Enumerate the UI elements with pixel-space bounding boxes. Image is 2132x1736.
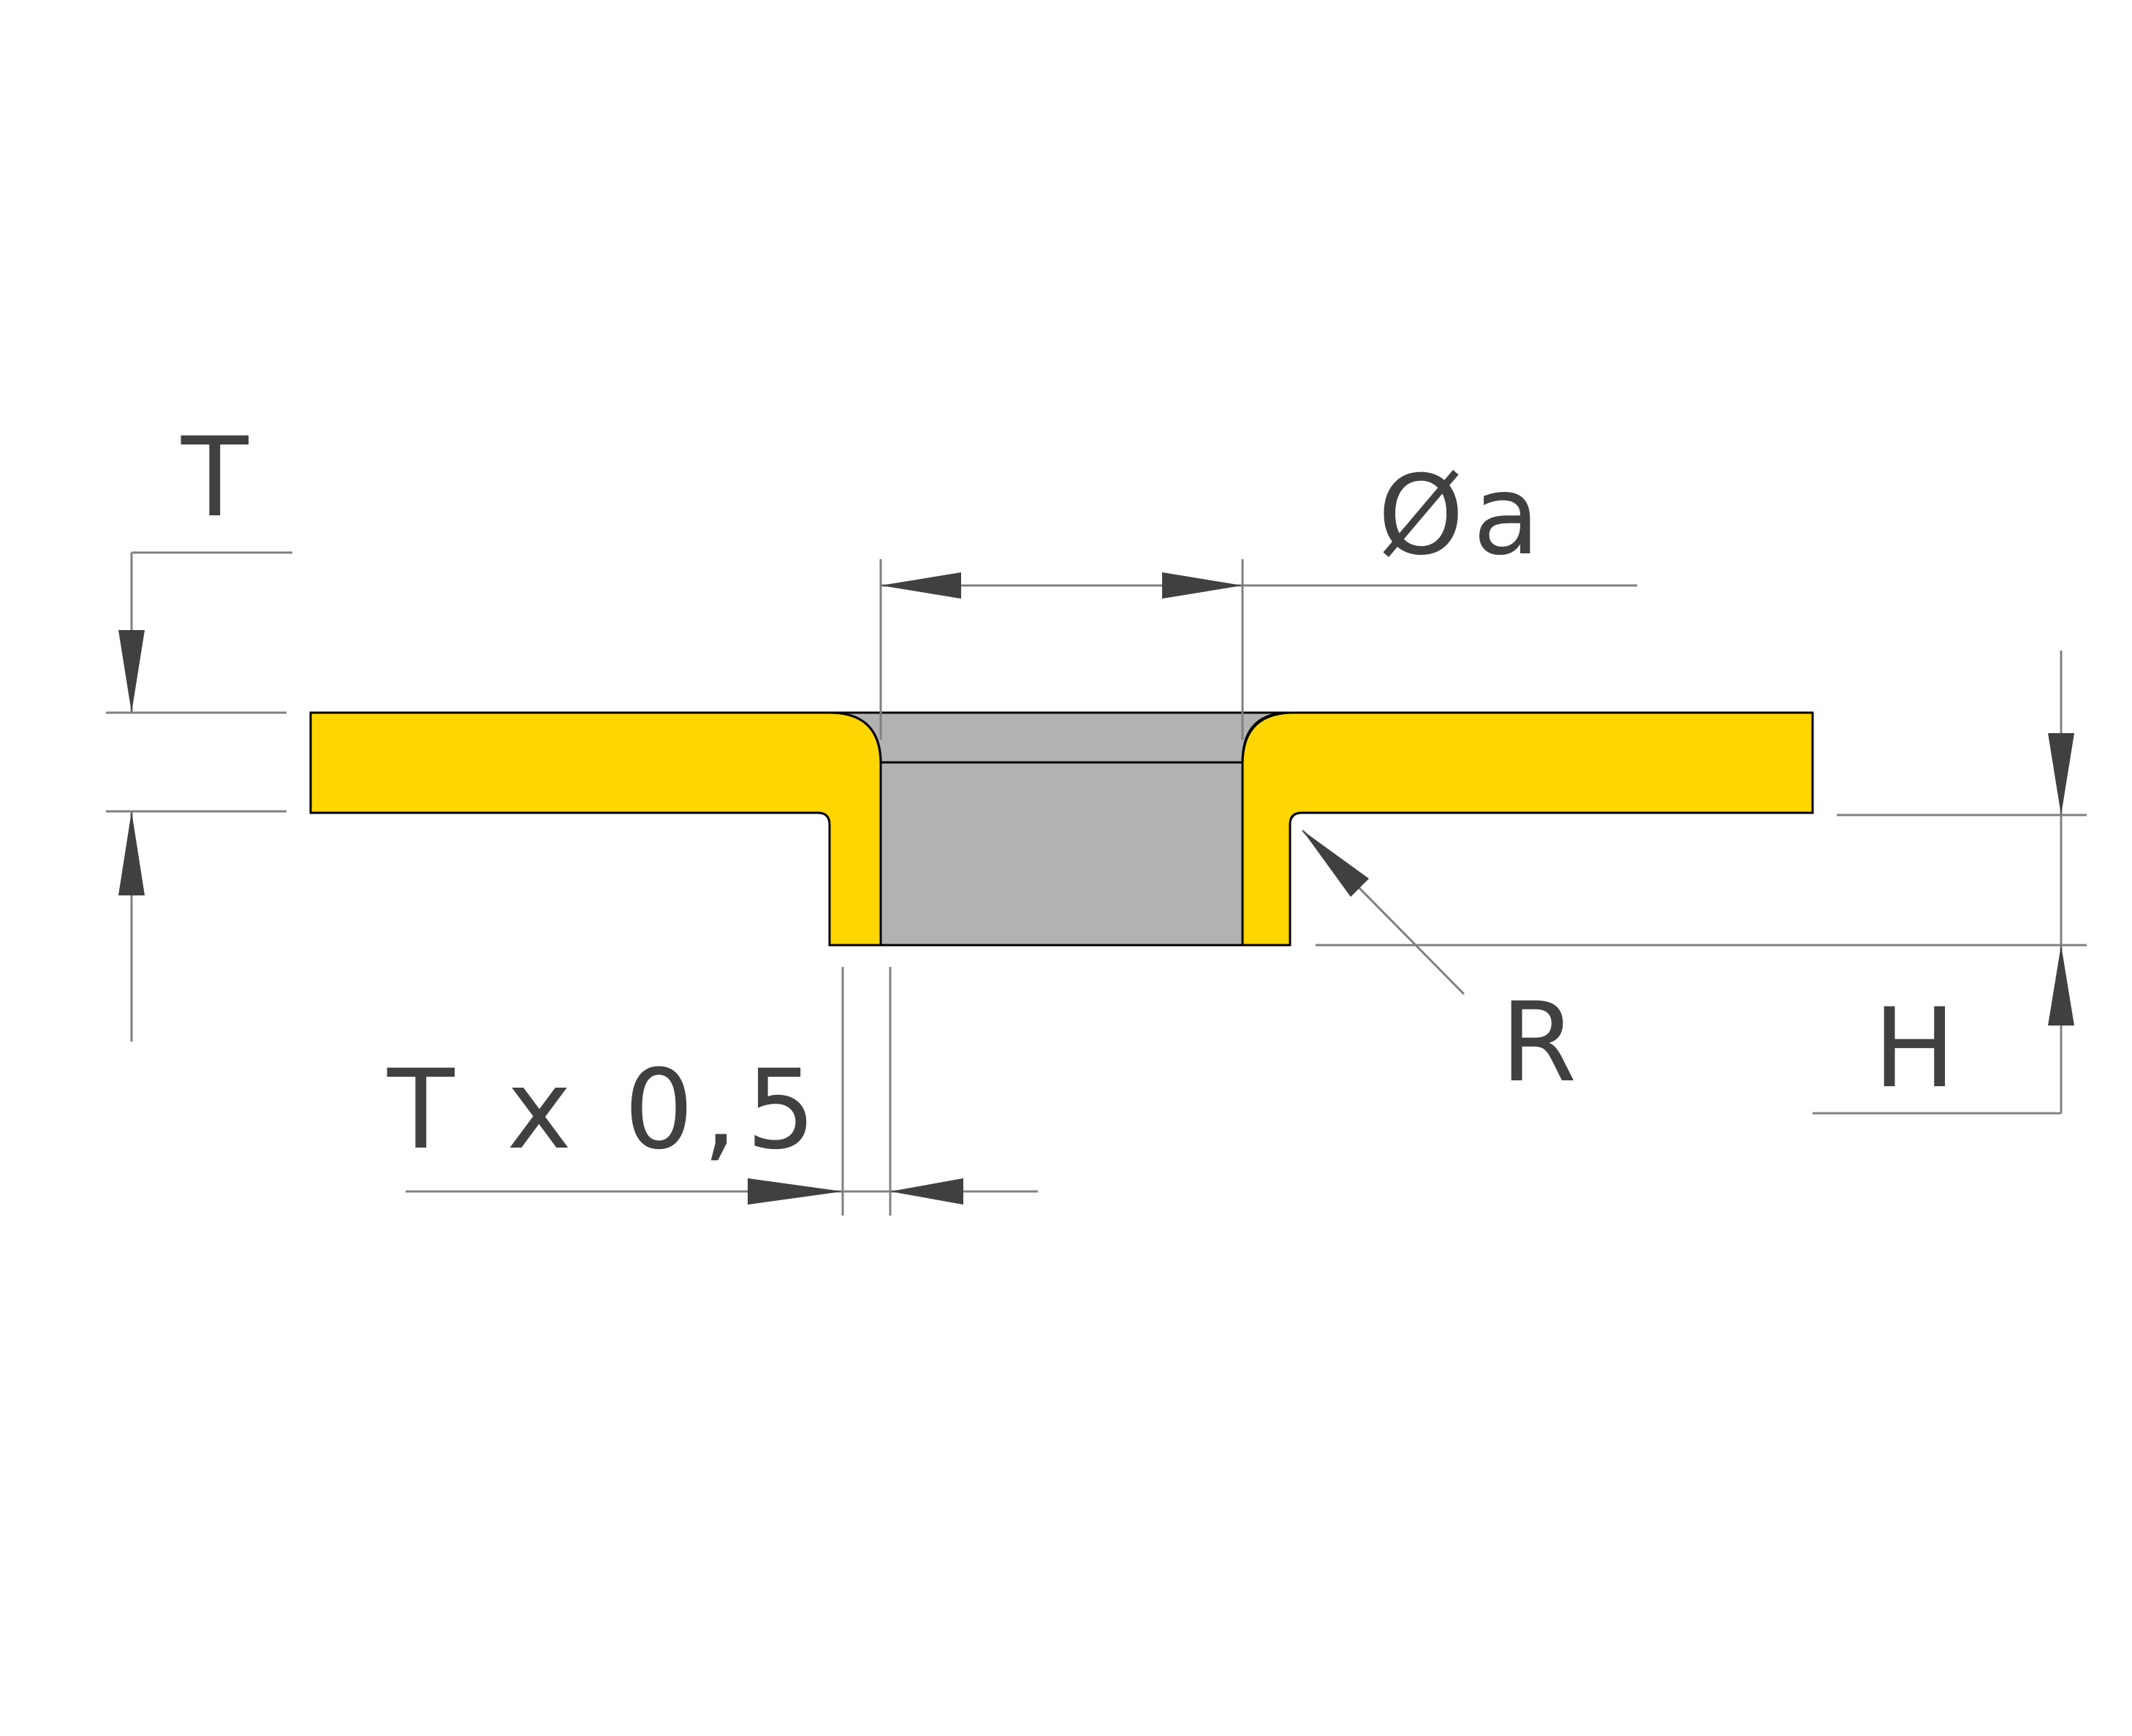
flange-left-half [309, 711, 882, 947]
radius-callout: R [1301, 829, 1585, 1107]
bore-insert [825, 711, 1291, 947]
thickness-arrow-bottom [118, 811, 145, 895]
thickness-dimension: T [106, 414, 292, 1042]
diameter-arrow-left [881, 572, 961, 599]
height-label: H [1873, 985, 1965, 1113]
diameter-arrow-right [1162, 572, 1243, 599]
flange-right-half [1241, 711, 1814, 947]
wall-thickness-dimension: T x 0,5 [387, 967, 1038, 1216]
diameter-label: Øa [1378, 452, 1549, 580]
flange-part [309, 711, 1814, 947]
radius-arrow [1302, 830, 1369, 897]
wall-thickness-label: T x 0,5 [387, 1047, 824, 1174]
thickness-arrow-top [118, 630, 145, 713]
diameter-dimension: Øa [879, 452, 1637, 740]
radius-label: R [1501, 979, 1585, 1107]
wall-arrow-left [748, 1178, 843, 1205]
height-arrow-bottom [2048, 945, 2074, 1026]
bore-insert-top-recess [825, 711, 1291, 764]
wall-arrow-right [890, 1178, 963, 1205]
thickness-label: T [181, 414, 257, 542]
height-dimension: H [1316, 651, 2087, 1115]
bore-insert-body [879, 761, 1244, 947]
height-arrow-top [2048, 733, 2074, 815]
